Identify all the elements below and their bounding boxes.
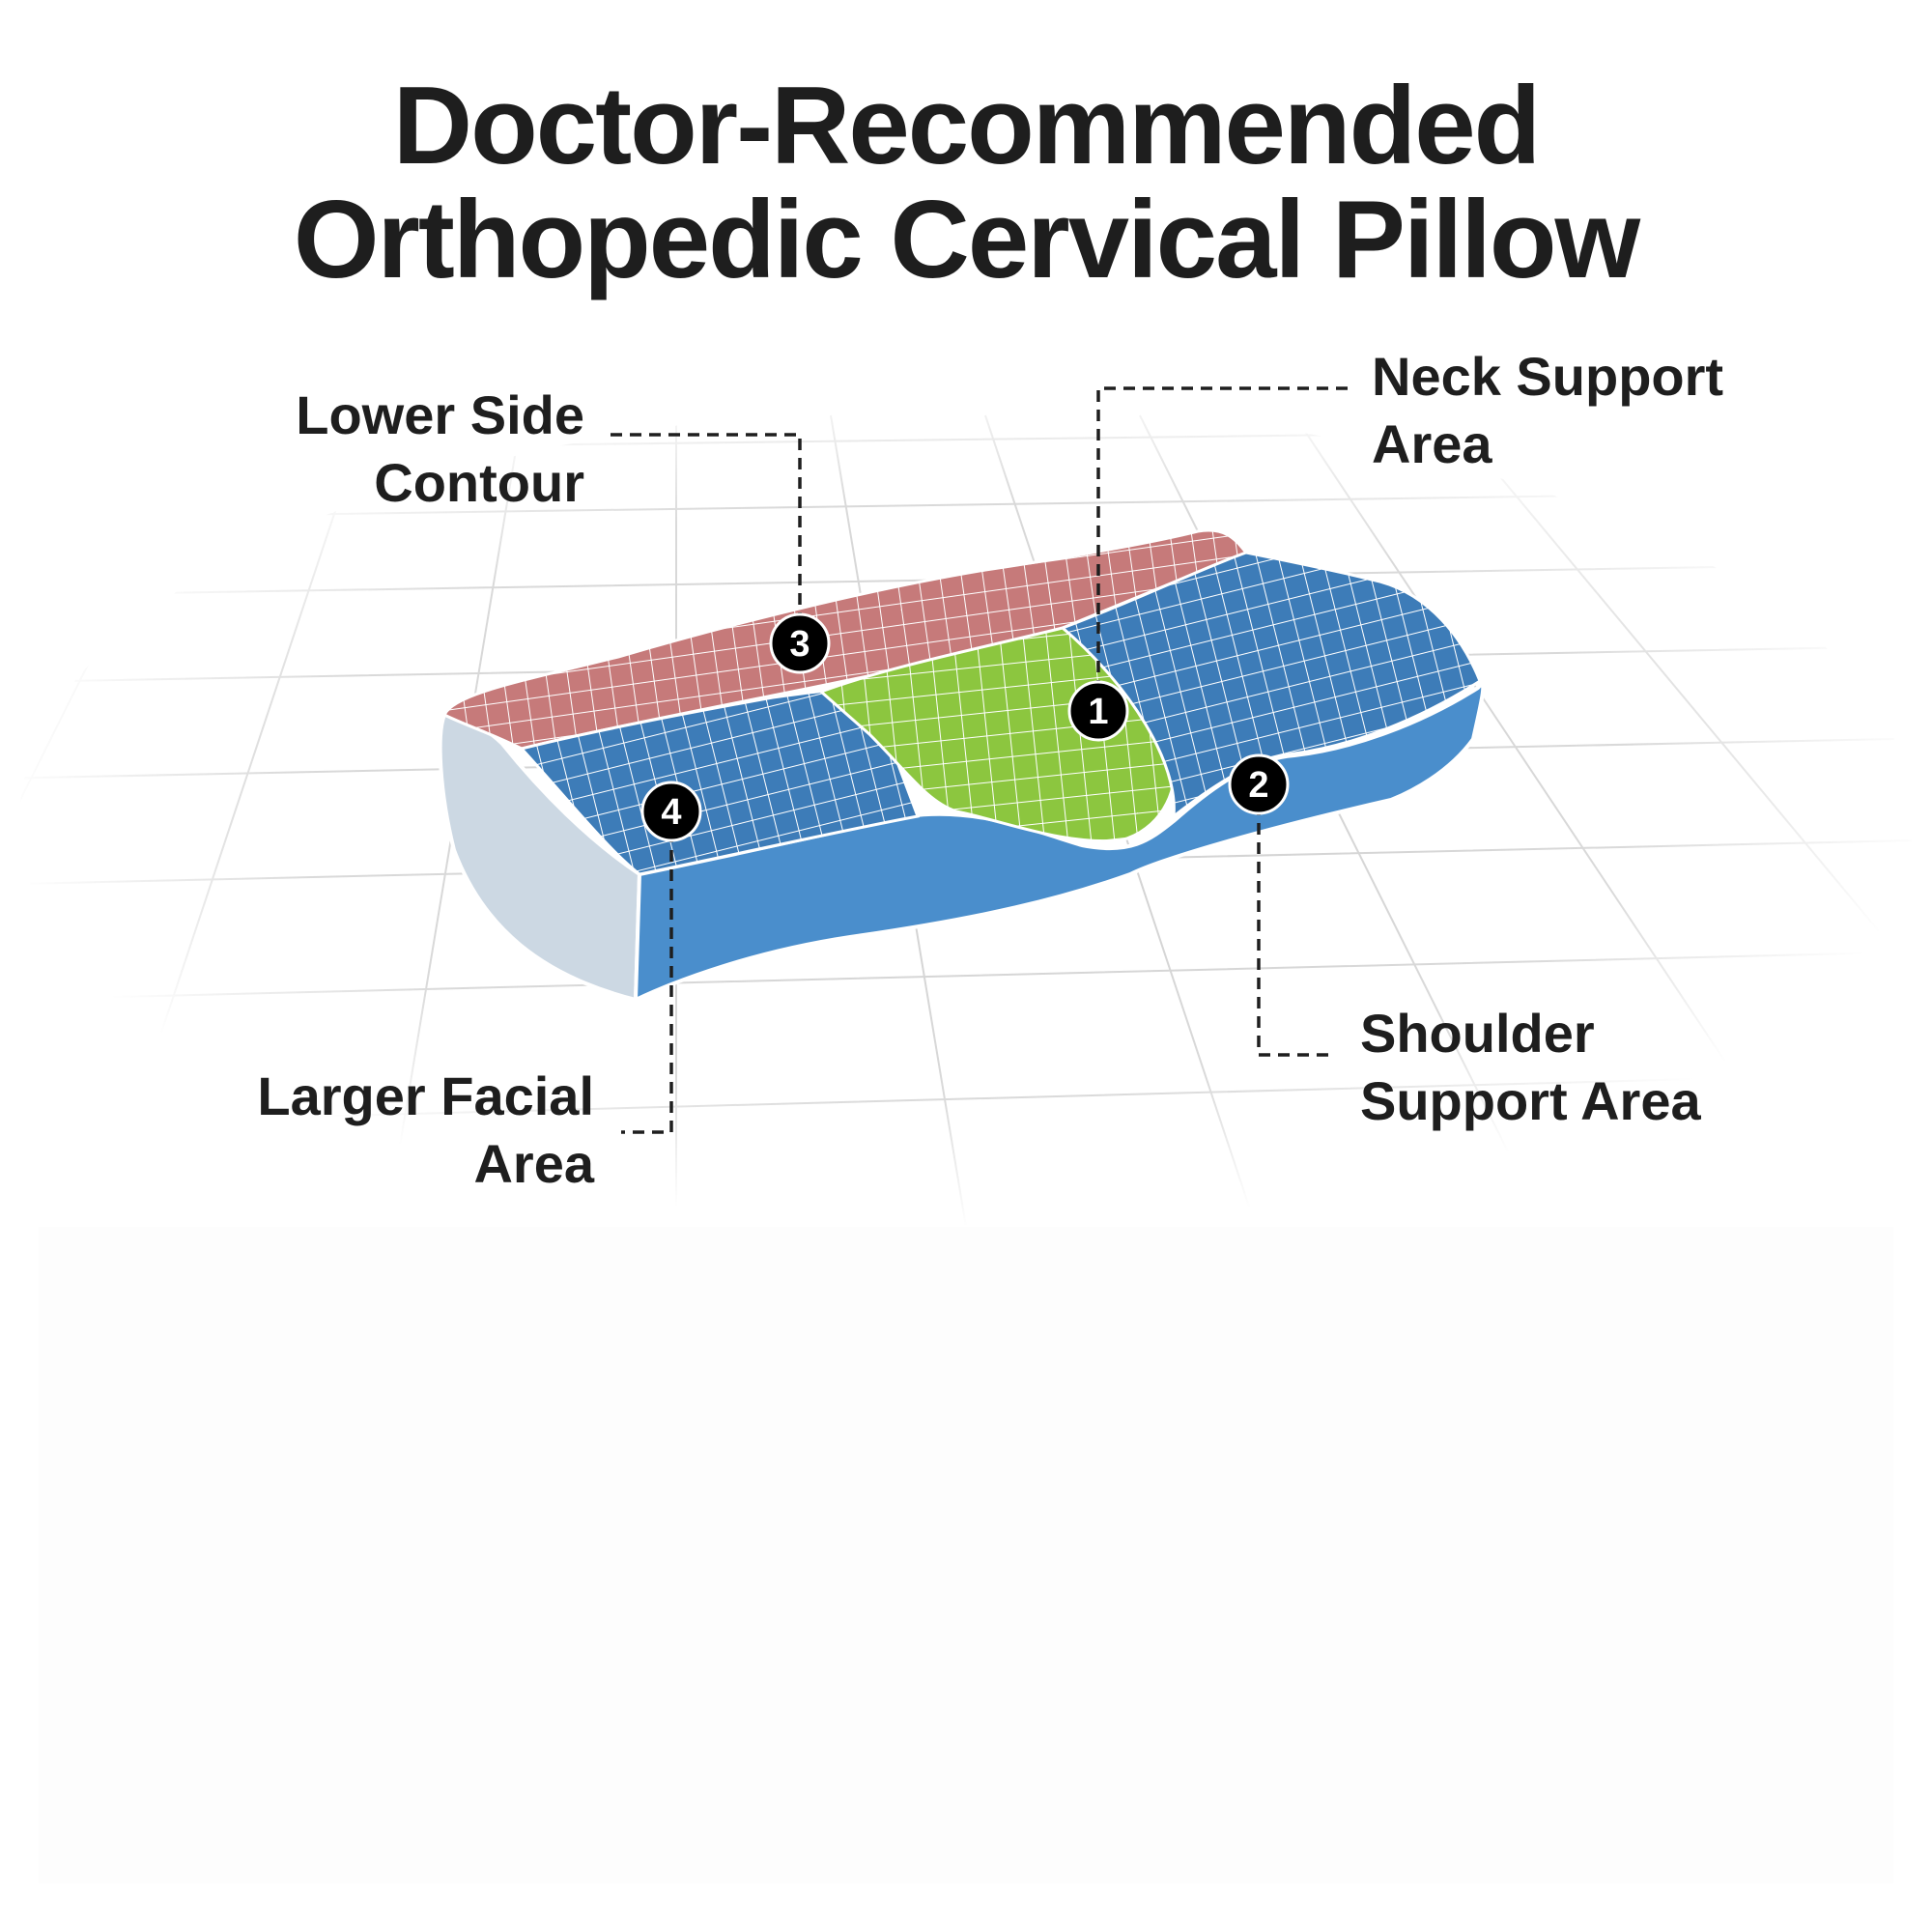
label-larger-facial-line-2: Area <box>473 1133 594 1194</box>
title-line-2: Orthopedic Cervical Pillow <box>293 179 1640 301</box>
label-neck-support: Neck Support Area <box>1372 343 1723 478</box>
leader-lines <box>607 386 1350 1134</box>
leader-line-neck <box>1096 386 1350 711</box>
label-neck-support-line-1: Neck Support <box>1372 346 1724 407</box>
marker-2-circle <box>1228 753 1290 815</box>
marker-3-circle <box>769 612 831 674</box>
marker-4[interactable]: 4 <box>640 781 702 842</box>
label-larger-facial: Larger Facial Area <box>257 1063 594 1198</box>
marker-4-number: 4 <box>661 792 681 833</box>
label-larger-facial-line-1: Larger Facial <box>257 1065 594 1126</box>
marker-4-circle <box>640 781 702 842</box>
marker-1-number: 1 <box>1088 692 1108 732</box>
pillow-top-shoulder-area <box>1060 551 1482 820</box>
title-line-1: Doctor-Recommended <box>392 65 1542 187</box>
pillow-end-face <box>438 712 642 1003</box>
blank-panel <box>39 1227 1893 1884</box>
pillow-diagram: 1 2 3 4 <box>0 367 1932 1227</box>
marker-1-circle <box>1067 680 1129 742</box>
label-lower-side-contour: Lower Side Contour <box>296 382 584 517</box>
pillow-top-facial-area <box>519 686 921 876</box>
marker-3[interactable]: 3 <box>769 612 831 674</box>
label-neck-support-line-2: Area <box>1372 413 1492 474</box>
label-lower-side-line-2: Contour <box>374 452 584 513</box>
marker-2-number: 2 <box>1248 765 1268 806</box>
leader-line-facial <box>621 811 673 1134</box>
pillow-top-neck-area <box>818 626 1177 843</box>
label-lower-side-line-1: Lower Side <box>296 384 584 445</box>
marker-2[interactable]: 2 <box>1228 753 1290 815</box>
leader-line-shoulder <box>1257 784 1331 1057</box>
label-shoulder-support-line-2: Support Area <box>1360 1070 1701 1131</box>
page-title: Doctor-Recommended Orthopedic Cervical P… <box>0 70 1932 298</box>
label-shoulder-support-line-1: Shoulder <box>1360 1003 1595 1064</box>
marker-3-number: 3 <box>789 624 810 665</box>
label-shoulder-support: Shoulder Support Area <box>1360 1000 1701 1135</box>
marker-1[interactable]: 1 <box>1067 680 1129 742</box>
leader-line-lower-side <box>607 433 802 643</box>
